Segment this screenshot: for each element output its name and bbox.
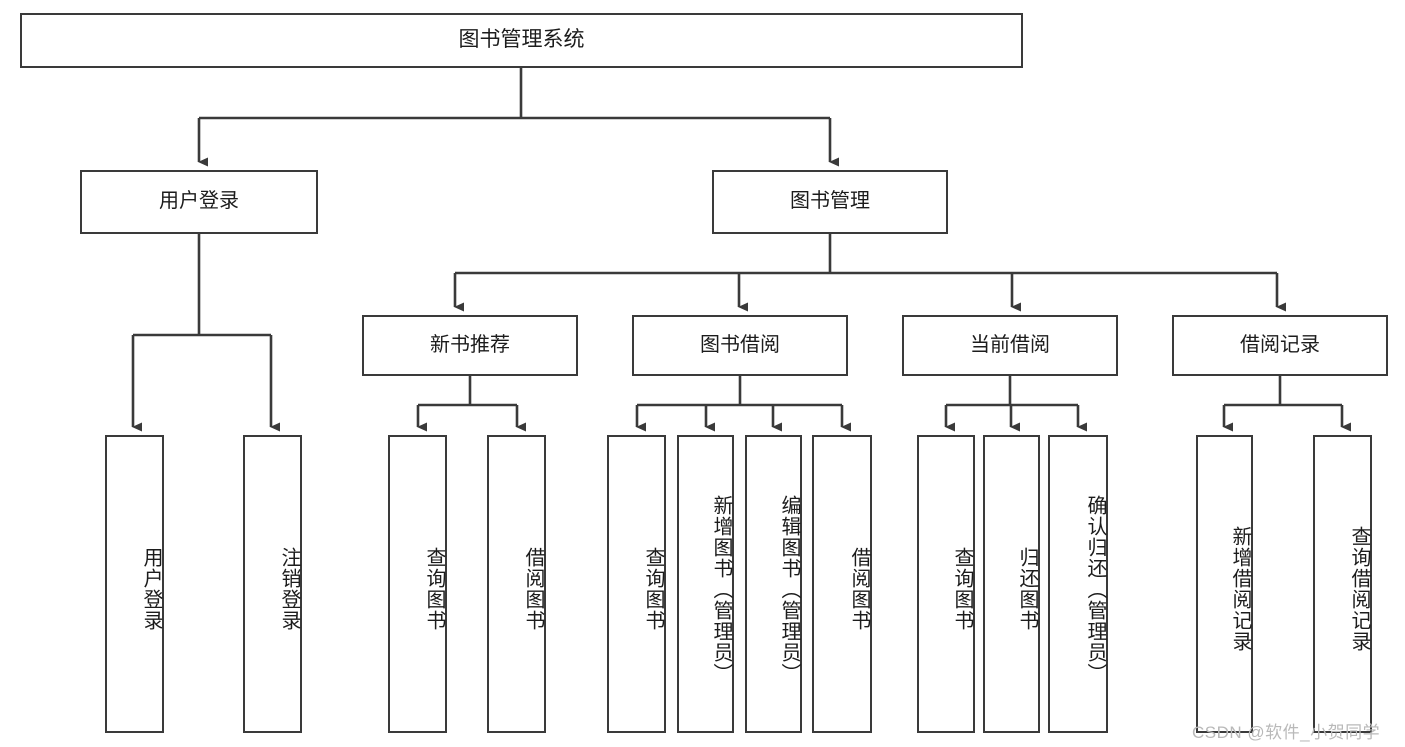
leaf-borrow-add-book-admin[interactable]: 新增图书（管理员） <box>677 435 734 733</box>
leaf-borrow-lend-book[interactable]: 借阅图书 <box>812 435 872 733</box>
node-new-book-recommend-label: 新书推荐 <box>430 333 510 356</box>
leaf-newbook-query-book[interactable]: 查询图书 <box>388 435 447 733</box>
leaf-current-return-book-label: 归还图书 <box>1016 547 1038 631</box>
leaf-borrow-add-book-admin-label: 新增图书（管理员） <box>710 494 732 684</box>
node-current-borrow-label: 当前借阅 <box>970 333 1050 356</box>
leaf-borrow-edit-book-admin-label: 编辑图书（管理员） <box>778 494 800 684</box>
leaf-current-confirm-return-admin[interactable]: 确认归还（管理员） <box>1048 435 1108 733</box>
leaf-records-query-record-label: 查询借阅记录 <box>1348 526 1370 652</box>
leaf-borrow-lend-book-label: 借阅图书 <box>848 547 870 631</box>
csdn-watermark: CSDN @软件_小贺同学 <box>1192 723 1381 742</box>
leaf-records-add-record-label: 新增借阅记录 <box>1229 526 1251 652</box>
leaf-user-login-label: 用户登录 <box>140 547 162 631</box>
leaf-borrow-edit-book-admin[interactable]: 编辑图书（管理员） <box>745 435 802 733</box>
node-borrow-records-label: 借阅记录 <box>1240 333 1320 356</box>
node-book-management-label: 图书管理 <box>790 190 870 213</box>
leaf-borrow-query-book-label: 查询图书 <box>642 547 664 631</box>
node-book-management[interactable]: 图书管理 <box>712 170 948 234</box>
node-book-borrow-label: 图书借阅 <box>700 333 780 356</box>
leaf-records-query-record[interactable]: 查询借阅记录 <box>1313 435 1372 733</box>
node-user-login-label: 用户登录 <box>159 190 239 213</box>
leaf-records-add-record[interactable]: 新增借阅记录 <box>1196 435 1253 733</box>
leaf-user-logout[interactable]: 注销登录 <box>243 435 302 733</box>
leaf-newbook-borrow-book[interactable]: 借阅图书 <box>487 435 546 733</box>
node-new-book-recommend[interactable]: 新书推荐 <box>362 315 578 376</box>
node-book-borrow[interactable]: 图书借阅 <box>632 315 848 376</box>
leaf-current-return-book[interactable]: 归还图书 <box>983 435 1040 733</box>
node-current-borrow[interactable]: 当前借阅 <box>902 315 1118 376</box>
leaf-current-query-book[interactable]: 查询图书 <box>917 435 975 733</box>
leaf-user-login[interactable]: 用户登录 <box>105 435 164 733</box>
leaf-newbook-query-book-label: 查询图书 <box>423 547 445 631</box>
node-user-login[interactable]: 用户登录 <box>80 170 318 234</box>
leaf-user-logout-label: 注销登录 <box>278 547 300 631</box>
leaf-borrow-query-book[interactable]: 查询图书 <box>607 435 666 733</box>
leaf-current-confirm-return-admin-label: 确认归还（管理员） <box>1084 494 1106 684</box>
node-root-system-label: 图书管理系统 <box>458 28 585 52</box>
leaf-newbook-borrow-book-label: 借阅图书 <box>522 547 544 631</box>
node-root-system[interactable]: 图书管理系统 <box>20 13 1023 68</box>
leaf-current-query-book-label: 查询图书 <box>951 547 973 631</box>
node-borrow-records[interactable]: 借阅记录 <box>1172 315 1388 376</box>
